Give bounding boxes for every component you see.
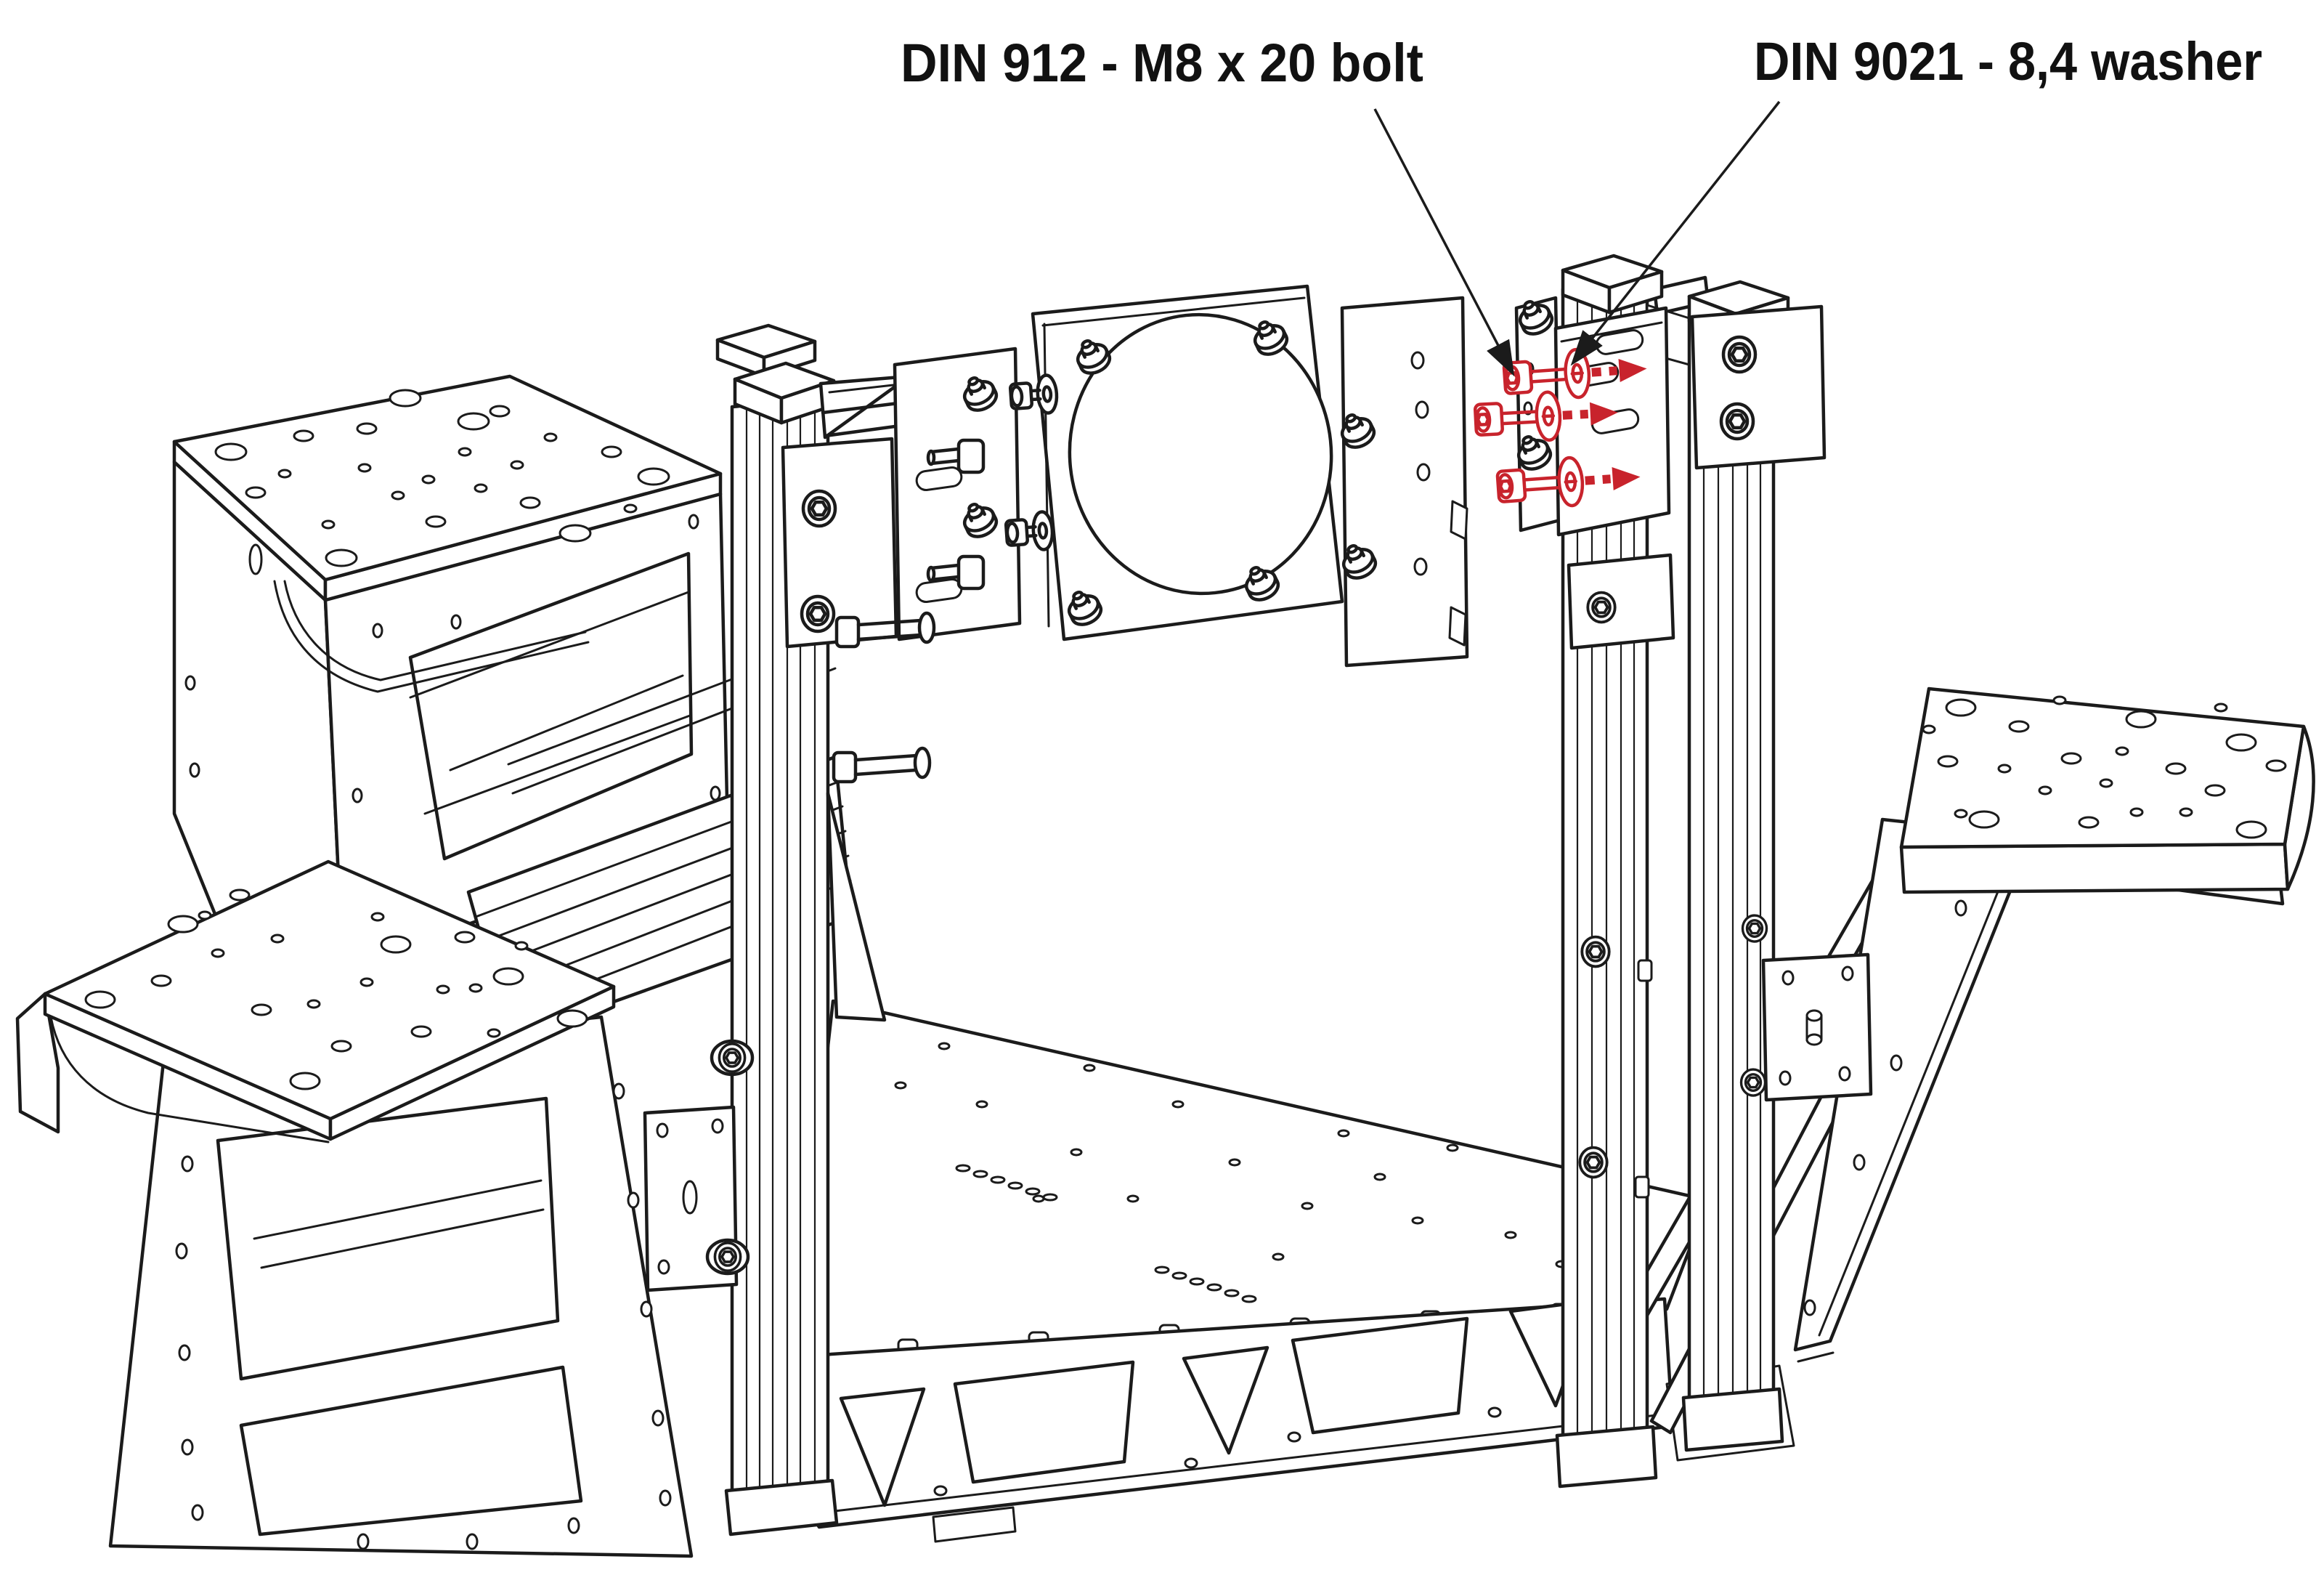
socket-screw — [718, 1042, 747, 1073]
column-foot — [724, 1478, 839, 1536]
socket-screw — [1586, 591, 1617, 624]
arm-plate — [893, 347, 1022, 641]
wheel-mount-plate — [1005, 284, 1344, 641]
socket-screw — [1721, 404, 1753, 439]
beam-cutout — [1182, 1345, 1269, 1455]
socket-screw — [802, 596, 834, 631]
socket-screw — [1723, 337, 1755, 372]
socket-screw — [1741, 914, 1768, 943]
rear-mount-plate — [1336, 296, 1562, 668]
leader-line-washer — [1570, 100, 1781, 366]
socket-screw — [1578, 1146, 1609, 1179]
tower-window — [408, 551, 694, 861]
right-columns — [1555, 254, 1873, 1489]
left-column — [643, 323, 988, 1536]
deck-gusset — [826, 791, 887, 1022]
left-lower-platform — [15, 859, 616, 1143]
pin-plate — [1761, 952, 1873, 1102]
beam-cutout — [1291, 1316, 1469, 1435]
loose-bolt — [926, 438, 986, 474]
beam-cutout — [839, 1387, 926, 1507]
socket-screw — [1580, 935, 1611, 968]
left-top-platform — [172, 374, 723, 693]
right-platform — [1899, 687, 2315, 894]
frame-line-art — [15, 254, 2315, 1558]
column-bracket — [781, 437, 898, 649]
column-foot — [1555, 1425, 1658, 1489]
platform-holes — [84, 888, 588, 1090]
loose-bolt — [926, 554, 986, 591]
column-foot — [1681, 1387, 1784, 1452]
platform-holes — [1922, 695, 2287, 839]
beam-cutout — [953, 1360, 1135, 1484]
callout-washer: DIN 9021 - 8,4 washer — [1570, 31, 2262, 366]
column-plate — [1690, 304, 1827, 470]
wheel-hole — [1068, 312, 1333, 596]
socket-screw — [713, 1242, 742, 1272]
mount-arm-plates — [832, 347, 1022, 784]
socket-screw — [803, 491, 835, 526]
loose-bolt — [832, 746, 932, 784]
leader-line-bolt — [1373, 108, 1515, 377]
washer-label: DIN 9021 - 8,4 washer — [1754, 31, 2262, 92]
loose-bolt — [834, 611, 936, 649]
bolt-label: DIN 912 - M8 x 20 bolt — [901, 33, 1423, 93]
column-plate — [1567, 553, 1675, 650]
platform-holes — [214, 389, 670, 567]
socket-screw — [1739, 1068, 1767, 1097]
callout-bolt: DIN 912 - M8 x 20 bolt — [901, 33, 1515, 377]
left-tower — [15, 374, 853, 1558]
